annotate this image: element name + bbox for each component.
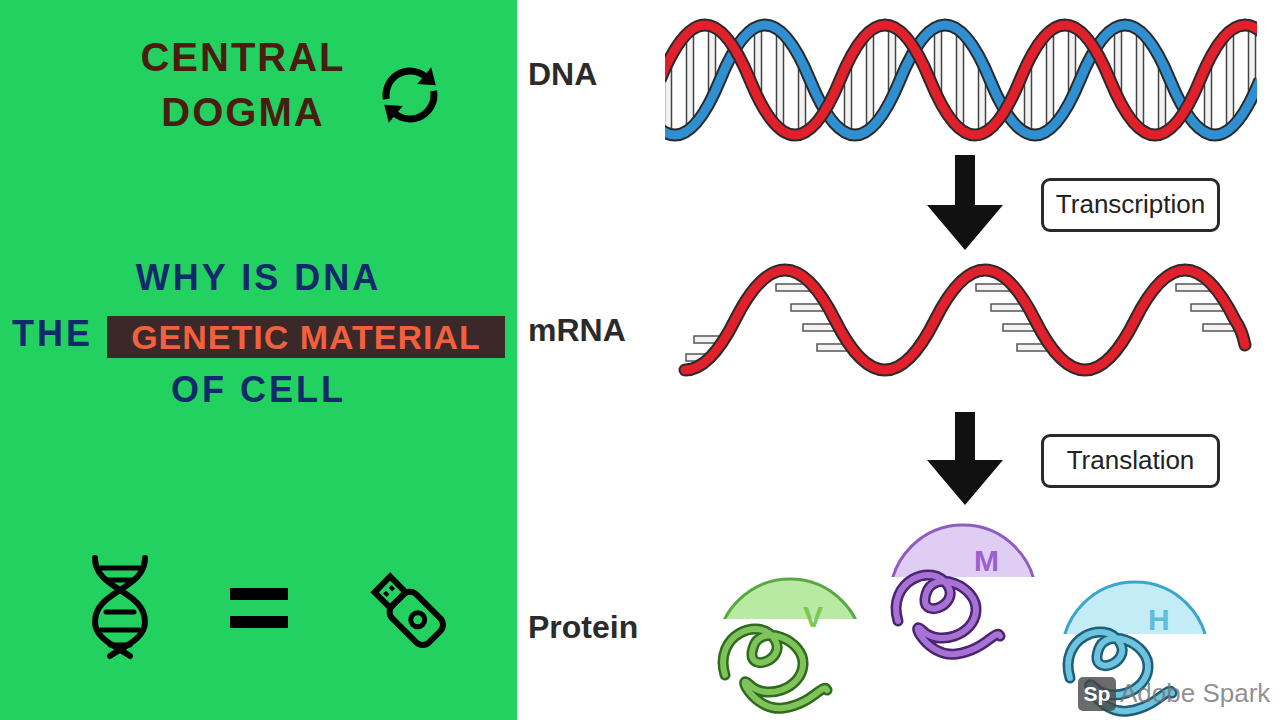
usb-plug <box>375 577 406 608</box>
dna-icon-rung <box>101 566 139 571</box>
usb-icon <box>370 572 446 648</box>
cycle-arrowhead <box>420 71 434 84</box>
protein-letter: H <box>1148 602 1170 638</box>
protein-letter: V <box>803 599 823 635</box>
dna-helix <box>665 0 1257 170</box>
protein-ribbon <box>896 575 1000 654</box>
title-text: CENTRAL DOGMA <box>128 30 358 140</box>
circle-shape <box>717 579 863 619</box>
heading-text: WHY IS DNA <box>0 256 517 299</box>
equals-bar <box>230 588 288 600</box>
usb-body <box>386 588 447 649</box>
dna-icon-strand <box>95 558 145 656</box>
strand-outline <box>665 25 1257 135</box>
usb-pin <box>383 591 389 597</box>
red-strand <box>665 25 1257 135</box>
dna-icon-rung <box>101 628 139 633</box>
circle-shape <box>890 525 1036 577</box>
protein-letter: M <box>974 543 999 579</box>
stage-label: mRNA <box>528 311 678 349</box>
green-panel <box>0 0 517 720</box>
red-strand <box>685 270 1245 370</box>
heading-text: OF CELL <box>0 368 517 411</box>
dna-icon-rung <box>110 643 130 648</box>
protein-circle: V <box>715 577 865 720</box>
highlight-band: GENETIC MATERIAL <box>107 316 505 358</box>
node-text: Transcription <box>1056 189 1205 220</box>
ribbon-fill <box>896 575 1000 654</box>
process-box: Translation <box>1041 434 1220 488</box>
node-text: GENETIC MATERIAL <box>131 317 481 358</box>
process-arrow <box>927 412 1003 505</box>
process-arrow <box>927 155 1003 250</box>
white-panel <box>517 0 1280 720</box>
stage-label: DNA <box>528 55 658 93</box>
usb-pin <box>389 585 395 591</box>
heading-text: THE <box>12 312 108 355</box>
circle-shape <box>1062 582 1208 634</box>
dna-icon-rung <box>106 610 134 615</box>
ribbon-fill <box>723 629 827 708</box>
usb-dot <box>408 610 428 630</box>
process-box: Transcription <box>1041 178 1220 232</box>
dna-icon <box>95 558 145 656</box>
cycle-arc <box>386 71 425 99</box>
node-text: Sp <box>1084 681 1111 706</box>
watermark-logo: Sp <box>1078 677 1116 711</box>
node-text: Translation <box>1067 445 1195 476</box>
cycle-icon <box>386 71 434 120</box>
ribbon-outline <box>896 575 1000 654</box>
equals-bar <box>230 616 288 628</box>
cycle-arc <box>395 91 434 119</box>
watermark: Adobe Spark <box>1120 678 1280 709</box>
ribbon-outline <box>723 629 827 708</box>
dna-icon-strand <box>95 558 145 656</box>
mrna-strand <box>685 270 1245 370</box>
stage-label: Protein <box>528 608 708 646</box>
protein-ribbon <box>723 629 827 708</box>
cycle-arrowhead <box>386 106 400 119</box>
dna-icon-rung <box>106 578 134 583</box>
circle-outline <box>715 577 1113 619</box>
strand-outline <box>685 270 1245 370</box>
protein-circle: M <box>888 523 1038 673</box>
